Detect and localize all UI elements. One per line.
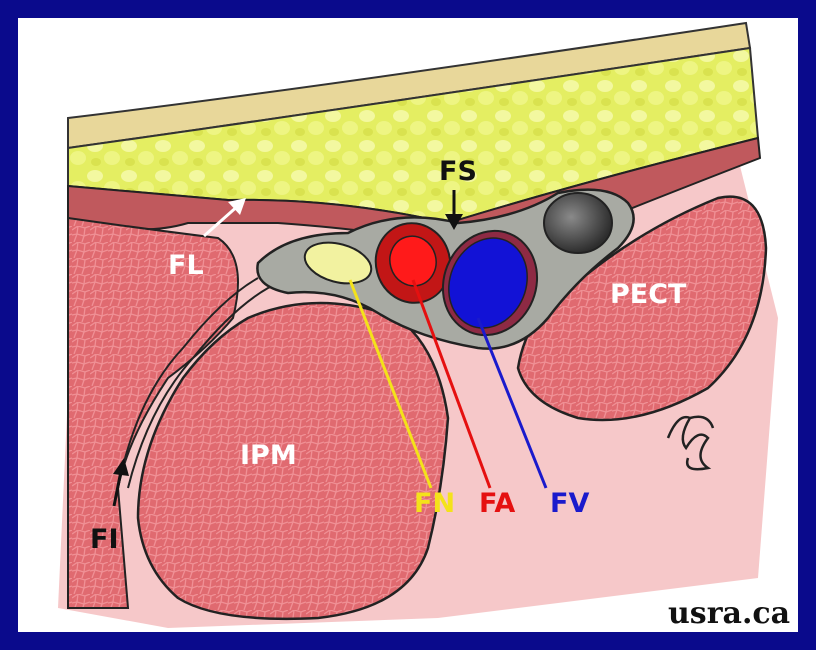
watermark-usra: usra.ca [668,596,790,631]
label-ipm: IPM [240,440,297,471]
femoral-anatomy-illustration: FS FL PECT IPM FN FA FV FI usra.ca [18,18,798,632]
lymph-node [544,193,612,253]
label-fi: FI [90,524,119,555]
label-fs: FS [439,156,477,187]
label-fn: FN [414,488,455,519]
diagram-frame: FS FL PECT IPM FN FA FV FI usra.ca [18,18,798,632]
label-fl: FL [168,250,204,281]
label-pect: PECT [610,279,687,310]
label-fv: FV [550,488,589,519]
label-fa: FA [479,488,515,519]
